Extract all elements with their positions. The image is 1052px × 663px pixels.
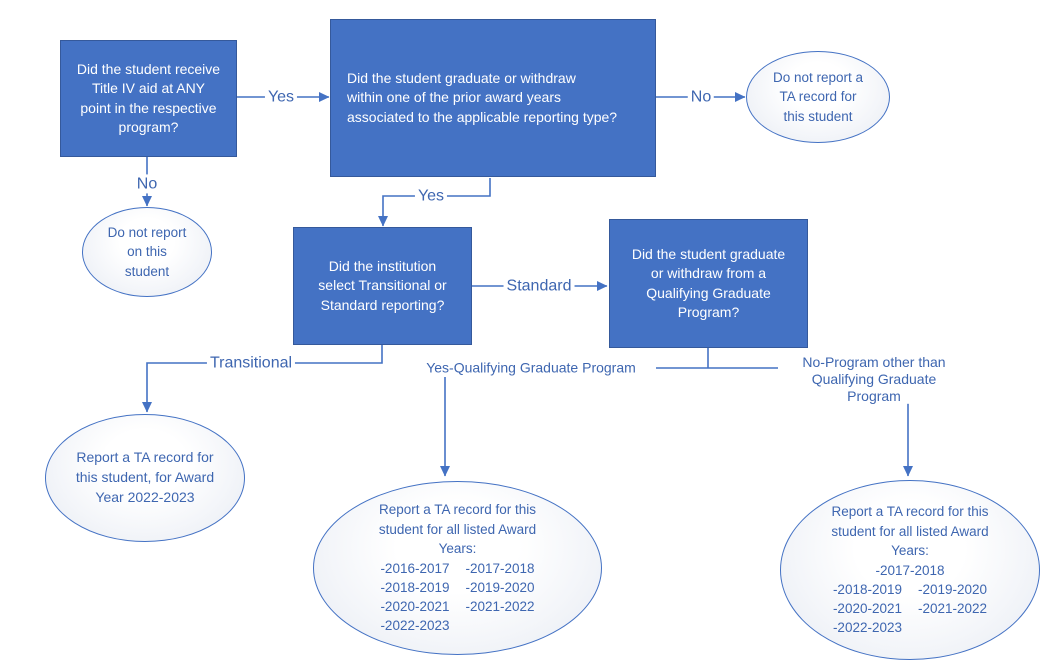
award-year: -2021-2022 — [465, 599, 535, 615]
award-year-row: -2022-2023 — [380, 616, 534, 635]
award-year: -2022-2023 — [832, 620, 902, 636]
award-year: -2018-2019 — [380, 580, 450, 596]
award-year-row: -2018-2019 -2019-2020 — [833, 580, 987, 599]
terminal-report-2022-2023: Report a TA record for this student, for… — [45, 414, 245, 542]
award-years-list: -2017-2018-2018-2019-2019-2020-2020-2021… — [833, 561, 987, 638]
edge-label-no-program-other: No-Program other than Qualifying Graduat… — [785, 353, 963, 405]
terminal-title: Report a TA record for this student for … — [831, 504, 989, 558]
award-year: -2022-2023 — [380, 618, 450, 634]
terminal-title: Report a TA record for this student for … — [378, 502, 537, 556]
decision-box-title-iv-aid: Did the student receive Title IV aid at … — [60, 40, 237, 157]
award-year: -2020-2021 — [832, 601, 902, 617]
edge-label-no-1: No — [133, 174, 161, 194]
edge-label-yes-qualifying-graduate-program: Yes-Qualifying Graduate Program — [423, 359, 639, 377]
award-year-row: -2017-2018 — [833, 561, 987, 580]
award-year: -2021-2022 — [918, 601, 988, 617]
award-year: -2016-2017 — [380, 560, 450, 576]
award-year: -2017-2018 — [875, 562, 945, 578]
award-year: -2019-2020 — [465, 580, 535, 596]
terminal-report-all-years-other: Report a TA record for this student for … — [780, 480, 1040, 660]
award-year-row: -2018-2019 -2019-2020 — [380, 578, 534, 597]
edge-label-standard: Standard — [503, 276, 575, 296]
decision-box-qualifying-graduate-program: Did the student graduate or withdraw fro… — [609, 219, 808, 348]
decision-box-graduate-withdraw-prior-years: Did the student graduate or withdraw wit… — [330, 19, 656, 177]
terminal-report-all-years-qgp: Report a TA record for this student for … — [313, 481, 602, 655]
award-year-row: -2020-2021 -2021-2022 — [833, 599, 987, 618]
award-year: -2018-2019 — [832, 582, 902, 598]
award-year-row: -2020-2021 -2021-2022 — [380, 597, 534, 616]
award-year: -2017-2018 — [465, 560, 535, 576]
edge-label-yes-1: Yes — [264, 87, 298, 107]
edge-label-transitional: Transitional — [206, 353, 296, 373]
edge-label-yes-2: Yes — [414, 186, 448, 206]
award-year-row: -2016-2017 -2017-2018 — [380, 559, 534, 578]
terminal-do-not-report: Do not report on this student — [82, 207, 212, 297]
edge-label-no-2: No — [687, 87, 715, 107]
decision-box-reporting-type: Did the institution select Transitional … — [293, 227, 472, 345]
award-year: -2019-2020 — [918, 582, 988, 598]
award-year: -2020-2021 — [380, 599, 450, 615]
award-year-row: -2022-2023 — [833, 618, 987, 637]
award-years-list: -2016-2017 -2017-2018 -2018-2019 -2019-2020… — [380, 559, 534, 636]
terminal-no-ta-record: Do not report a TA record for this stude… — [746, 51, 890, 143]
